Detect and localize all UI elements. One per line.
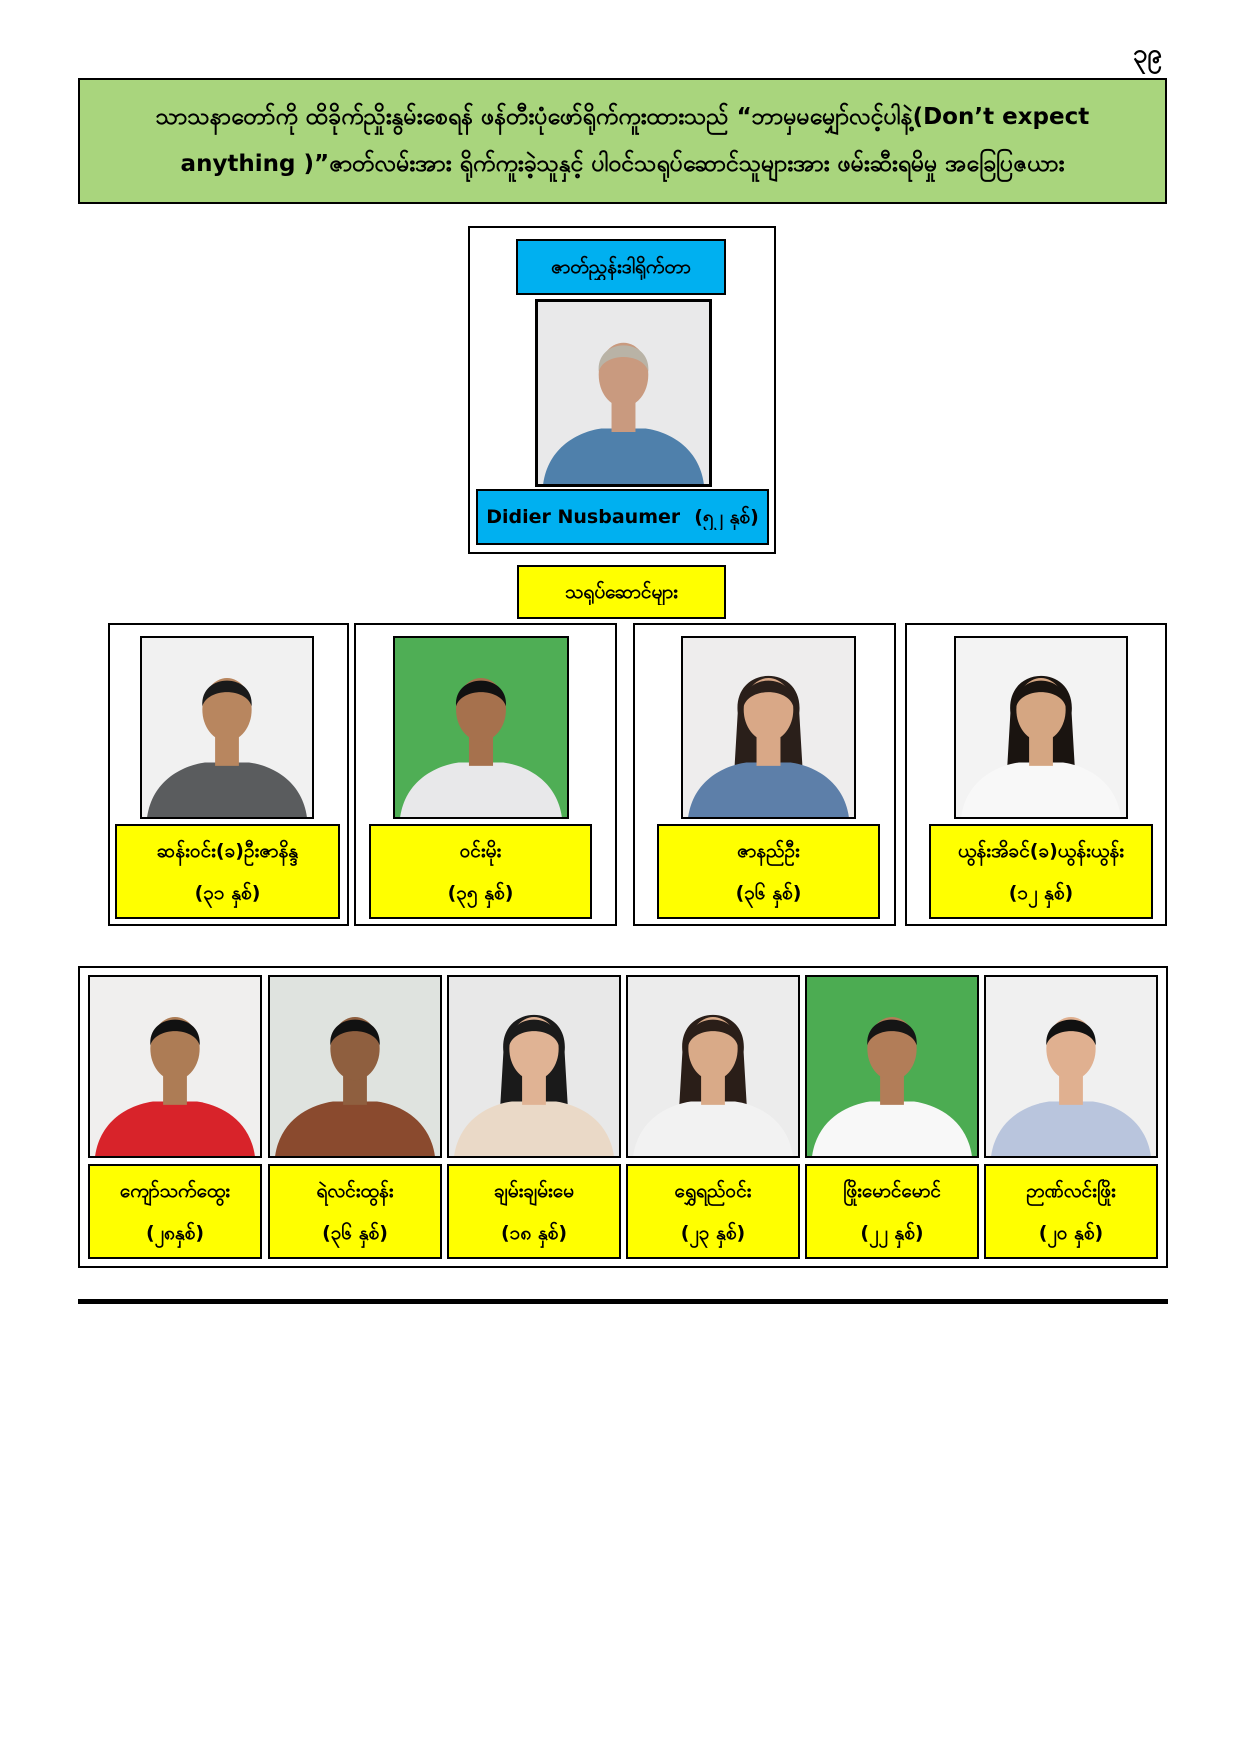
hair	[1046, 1019, 1096, 1046]
portrait-image	[628, 977, 798, 1156]
torso	[95, 1101, 255, 1156]
cast-label-2: ဝင်းမိုး (၃၅ နှစ်)	[369, 824, 592, 919]
portrait-image	[270, 977, 440, 1156]
neck	[880, 1072, 904, 1105]
cast-photo-8	[626, 975, 800, 1158]
cast-name: ဆန်းဝင်း(ခ)ဦးဇာနိန္ဒ	[156, 839, 299, 862]
portrait-image	[956, 638, 1126, 817]
cast-name: ဉာဏ်လင်းဖြိုး	[1026, 1179, 1116, 1202]
torso	[633, 1101, 793, 1156]
cast-age: (၁၈ နှစ်)	[500, 1221, 568, 1244]
hair	[1016, 680, 1066, 707]
cast-name: ရွှေရည်ဝင်း	[674, 1179, 752, 1202]
neck	[1059, 1072, 1083, 1105]
portrait-image	[142, 638, 312, 817]
portrait-image	[538, 302, 709, 484]
cast-age: (၃၁ နှစ်)	[194, 881, 261, 904]
cast-label-6: ရဲလင်းထွန်း (၃၆ နှစ်)	[268, 1164, 442, 1259]
cast-label-3: ဇာနည်ဦး (၃၆ နှစ်)	[657, 824, 880, 919]
director-photo	[535, 299, 712, 487]
cast-photo-4	[954, 636, 1128, 819]
portrait-image	[683, 638, 854, 817]
cast-photo-9	[805, 975, 979, 1158]
cast-photo-5	[88, 975, 262, 1158]
director-age: (၅၂ နှစ်)	[694, 506, 759, 528]
neck	[163, 1072, 187, 1105]
hair	[455, 680, 507, 707]
cast-label-1: ဆန်းဝင်း(ခ)ဦးဇာနိန္ဒ (၃၁ နှစ်)	[115, 824, 340, 919]
cast-label-5: ကျော်သက်ထွေး (၂၈နှစ်)	[88, 1164, 262, 1259]
neck	[215, 733, 239, 766]
page-number: ၃၉	[1132, 39, 1162, 69]
cast-photo-7	[447, 975, 621, 1158]
hair	[202, 680, 252, 707]
cast-label-4: ယွန်းအိခင်(ခ)ယွန်းယွန်း (၁၂ နှစ်)	[929, 824, 1153, 919]
cast-name: ရဲလင်းထွန်း	[316, 1179, 394, 1202]
neck	[522, 1072, 546, 1105]
portrait-image	[395, 638, 567, 817]
title-line-1: သာသနာတော်ကို ထိခိုက်ညှိုးနွမ်းစေရန် ဖန်တ…	[155, 104, 1090, 130]
cast-age: (၂၂ နှစ်)	[860, 1221, 924, 1244]
bottom-rule	[78, 1299, 1168, 1304]
cast-photo-10	[984, 975, 1158, 1158]
hair	[743, 680, 794, 707]
torso	[991, 1101, 1151, 1156]
cast-label-9: ဖြိုးမောင်မောင် (၂၂ နှစ်)	[805, 1164, 979, 1259]
cast-age: (၂၈နှစ်)	[145, 1221, 205, 1244]
cast-name: ယွန်းအိခင်(ခ)ယွန်းယွန်း	[957, 839, 1125, 862]
cast-age: (၃၆ နှစ်)	[322, 1221, 388, 1244]
director-name: Didier Nusbaumer	[486, 506, 681, 528]
cast-name: ကျော်သက်ထွေး	[119, 1179, 231, 1202]
cast-name: ဝင်းမိုး	[459, 839, 502, 862]
cast-label-10: ဉာဏ်လင်းဖြိုး (၂၀ နှစ်)	[984, 1164, 1158, 1259]
torso	[688, 762, 849, 817]
cast-photo-2	[393, 636, 569, 819]
cast-label-7: ချမ်းချမ်းမေ (၁၈ နှစ်)	[447, 1164, 621, 1259]
cast-photo-1	[140, 636, 314, 819]
neck	[611, 399, 636, 432]
torso	[275, 1101, 435, 1156]
neck	[1029, 733, 1053, 766]
portrait-image	[807, 977, 977, 1156]
cast-heading-text: သရုပ်ဆောင်များ	[565, 581, 678, 603]
portrait-image	[449, 977, 619, 1156]
hair	[150, 1019, 200, 1046]
torso	[812, 1101, 972, 1156]
cast-label-8: ရွှေရည်ဝင်း (၂၃ နှစ်)	[626, 1164, 800, 1259]
cast-heading: သရုပ်ဆောင်များ	[517, 565, 726, 619]
cast-name: ဖြိုးမောင်မောင်	[843, 1179, 941, 1202]
director-role-label: ဇာတ်ညွှန်းဒါရိုက်တာ	[516, 239, 726, 295]
director-role-text: ဇာတ်ညွှန်းဒါရိုက်တာ	[551, 256, 691, 278]
torso	[400, 762, 562, 817]
cast-age: (၁၂ နှစ်)	[1008, 881, 1074, 904]
cast-photo-6	[268, 975, 442, 1158]
cast-name: ဇာနည်ဦး	[737, 839, 800, 862]
cast-age: (၂၃ နှစ်)	[680, 1221, 746, 1244]
cast-photo-3	[681, 636, 856, 819]
cast-age: (၂၀ နှစ်)	[1038, 1221, 1104, 1244]
cast-name: ချမ်းချမ်းမေ	[494, 1179, 574, 1202]
portrait-image	[90, 977, 260, 1156]
torso	[147, 762, 307, 817]
hair	[867, 1019, 917, 1046]
director-name-label: Didier Nusbaumer (၅၂ နှစ်)	[476, 489, 769, 545]
hair	[509, 1019, 559, 1046]
title-banner: သာသနာတော်ကို ထိခိုက်ညှိုးနွမ်းစေရန် ဖန်တ…	[78, 78, 1167, 204]
torso	[454, 1101, 614, 1156]
cast-age: (၃၅ နှစ်)	[447, 881, 514, 904]
torso	[961, 762, 1121, 817]
hair	[598, 345, 649, 372]
neck	[701, 1072, 725, 1105]
torso	[543, 428, 704, 484]
cast-age: (၃၆ နှစ်)	[735, 881, 802, 904]
hair	[330, 1019, 380, 1046]
title-line-2: anything )”ဇာတ်လမ်းအား ရိုက်ကူးခဲ့သူနှင့…	[180, 151, 1065, 177]
hair	[688, 1019, 738, 1046]
neck	[756, 733, 781, 766]
neck	[343, 1072, 367, 1105]
portrait-image	[986, 977, 1156, 1156]
